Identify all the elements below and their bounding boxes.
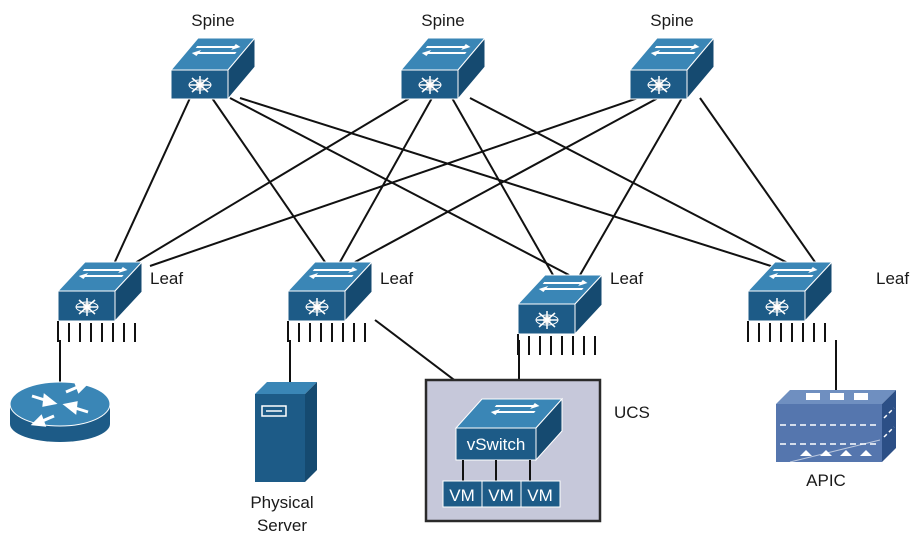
apic-controller-icon bbox=[776, 390, 896, 463]
ucs-chassis: vSwitch VM VM VM bbox=[424, 378, 602, 523]
fabric-switch-icon bbox=[765, 297, 789, 317]
spine-label: Spine bbox=[191, 11, 234, 30]
link-spine3-leaf4 bbox=[699, 97, 823, 273]
spine-switch-3: Spine bbox=[628, 11, 716, 101]
link-spine3-leaf3 bbox=[579, 97, 683, 276]
fabric-switch-icon bbox=[535, 310, 559, 330]
apic-label: APIC bbox=[806, 471, 846, 490]
link-spine3-leaf1 bbox=[149, 97, 639, 267]
fabric-switch-icon bbox=[418, 75, 442, 95]
fabric-switch-icon bbox=[305, 297, 329, 317]
link-spine1-leaf4 bbox=[239, 97, 791, 273]
port-pins bbox=[517, 334, 596, 355]
link-spine2-leaf3 bbox=[451, 97, 554, 276]
leaf-label: Leaf bbox=[380, 269, 413, 288]
vm-label: VM bbox=[527, 486, 553, 505]
link-spine2-leaf2 bbox=[339, 97, 433, 263]
fabric-switch-icon bbox=[75, 297, 99, 317]
vswitch-label: vSwitch bbox=[467, 435, 526, 454]
port-pins bbox=[747, 321, 826, 342]
spine-label: Spine bbox=[650, 11, 693, 30]
server-label-line2: Server bbox=[257, 516, 307, 535]
port-pins bbox=[287, 321, 366, 342]
link-spine3-leaf2 bbox=[354, 97, 659, 263]
port-pins bbox=[57, 321, 136, 342]
physical-server-icon bbox=[255, 382, 317, 482]
vm-label: VM bbox=[488, 486, 514, 505]
leaf-label: Leaf bbox=[876, 269, 909, 288]
fabric-switch-icon bbox=[647, 75, 671, 95]
spine-label: Spine bbox=[421, 11, 464, 30]
vm-box-2: VM bbox=[481, 480, 522, 508]
leaf-label: Leaf bbox=[150, 269, 183, 288]
ucs-label: UCS bbox=[614, 403, 650, 422]
spine-switch-2: Spine bbox=[399, 11, 487, 101]
vm-box-1: VM bbox=[442, 480, 483, 508]
leaf-switch-3: Leaf bbox=[516, 269, 643, 355]
leaf-switch-2: Leaf bbox=[286, 260, 413, 342]
server-label-line1: Physical bbox=[250, 493, 313, 512]
leaf-switch-4: Leaf bbox=[746, 260, 909, 342]
router-icon bbox=[9, 381, 111, 442]
link-spine1-leaf3 bbox=[229, 97, 570, 276]
leaf-switch-1: Leaf bbox=[56, 260, 183, 342]
vm-label: VM bbox=[449, 486, 475, 505]
spine-switch-1: Spine bbox=[169, 11, 257, 101]
link-spine1-leaf1 bbox=[112, 97, 191, 267]
link-spine2-leaf1 bbox=[129, 97, 411, 267]
leaf-label: Leaf bbox=[610, 269, 643, 288]
fabric-links bbox=[59, 97, 837, 399]
link-spine2-leaf4 bbox=[469, 97, 806, 273]
fabric-switch-icon bbox=[188, 75, 212, 95]
link-spine1-leaf2 bbox=[211, 97, 326, 263]
vm-box-3: VM bbox=[520, 480, 561, 508]
